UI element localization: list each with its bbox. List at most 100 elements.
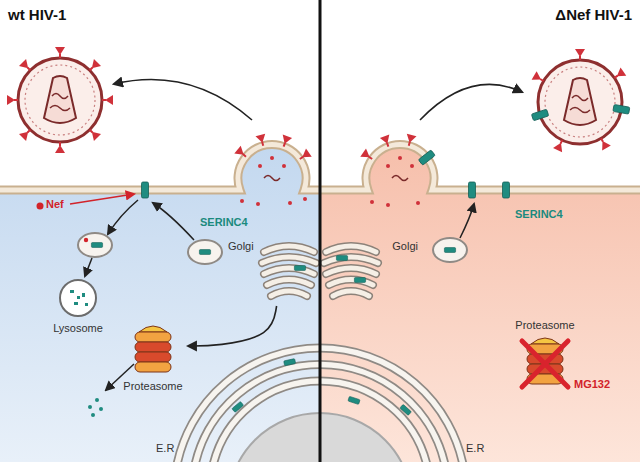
serinc4-in-golgi bbox=[294, 266, 305, 271]
golgi-cisterna bbox=[333, 291, 369, 296]
nef-dot bbox=[37, 203, 44, 210]
virion-spike bbox=[86, 59, 101, 74]
bud-spike bbox=[404, 134, 417, 147]
endocytic-vesicle bbox=[78, 233, 112, 257]
serinc4-in-membrane bbox=[142, 182, 149, 198]
serinc4-in-virion bbox=[613, 104, 630, 114]
serinc4-in-vesicle bbox=[199, 250, 210, 255]
virion-spike bbox=[102, 95, 113, 105]
gag-dot bbox=[240, 199, 244, 203]
golgi-cisterna bbox=[267, 280, 311, 286]
fragment bbox=[99, 407, 103, 411]
organelle-label: Proteasome bbox=[515, 319, 574, 332]
gag-dots bbox=[240, 156, 420, 207]
bud-spike bbox=[279, 135, 292, 149]
virion-spike bbox=[597, 136, 611, 151]
protein-label: SERINC4 bbox=[515, 208, 563, 221]
virion-matrix bbox=[25, 65, 95, 135]
fragment bbox=[77, 296, 80, 299]
bud-spike bbox=[256, 134, 269, 147]
golgi-cisterna bbox=[326, 246, 376, 252]
panel-divider bbox=[319, 0, 322, 462]
proteasome-ring bbox=[135, 332, 171, 342]
virion-spike bbox=[55, 142, 65, 153]
virion-spike bbox=[575, 49, 585, 60]
release-arrow bbox=[114, 80, 252, 121]
golgi-cisterna bbox=[329, 280, 373, 286]
organelle-label: Golgi bbox=[228, 240, 254, 253]
proteasome-region: Proteasome bbox=[118, 326, 188, 394]
bud-spike bbox=[360, 149, 375, 164]
nef-arrow bbox=[70, 194, 134, 204]
golgi-region: Golgi bbox=[226, 238, 318, 306]
peptide-fragments bbox=[88, 398, 103, 417]
virion-spike bbox=[19, 59, 34, 74]
golgi-cisterna bbox=[326, 268, 376, 274]
serinc4-in-er bbox=[284, 359, 296, 366]
release-arrow bbox=[420, 84, 522, 120]
trafficking-arrow bbox=[85, 258, 92, 276]
organelle-label: Lysosome bbox=[53, 322, 103, 335]
gag-dot bbox=[398, 156, 402, 160]
gag-dot bbox=[386, 203, 390, 207]
lysosome-region: Lysosome bbox=[48, 278, 108, 336]
virion-spike bbox=[19, 126, 34, 141]
secretory-vesicle bbox=[433, 238, 467, 262]
fragment bbox=[88, 405, 92, 409]
panel-title: ΔNef HIV-1 bbox=[555, 6, 632, 24]
golgi-cisterna bbox=[271, 291, 307, 296]
capsid-cone bbox=[44, 76, 76, 123]
virion-spike bbox=[612, 68, 627, 83]
serinc4-in-golgi bbox=[336, 256, 347, 261]
degraded-serinc4 bbox=[70, 290, 88, 306]
golgi-cisterna-inner bbox=[326, 268, 376, 274]
panel-title: wt HIV-1 bbox=[8, 6, 66, 24]
virion-spike bbox=[86, 126, 101, 141]
golgi-cisterna-inner bbox=[324, 257, 378, 263]
trafficking-arrow bbox=[460, 204, 474, 238]
proteasome-cap bbox=[531, 338, 559, 344]
golgi-cisterna bbox=[264, 268, 314, 274]
plasma-membrane-inner bbox=[0, 145, 320, 190]
fragment bbox=[74, 302, 78, 305]
cell-panel: ΔNef HIV-1GolgiProteasome bbox=[320, 0, 640, 462]
fragment bbox=[70, 290, 74, 293]
golgi-cisterna-inner bbox=[267, 280, 311, 286]
viral-rna bbox=[50, 94, 70, 111]
organelle-label: Golgi bbox=[392, 240, 418, 253]
gag-dot bbox=[258, 164, 262, 168]
serinc4-in-membrane bbox=[469, 182, 476, 198]
golgi-cisterna bbox=[324, 257, 378, 263]
golgi-cisterna bbox=[264, 246, 314, 252]
gag-dot bbox=[303, 197, 307, 201]
gag-dot bbox=[282, 164, 286, 168]
viral-rna bbox=[264, 176, 280, 181]
proteasome-cap bbox=[139, 326, 167, 332]
gag-dot bbox=[270, 156, 274, 160]
protein-label: SERINC4 bbox=[200, 216, 248, 229]
gag-dot bbox=[386, 164, 390, 168]
virion-envelope bbox=[18, 58, 102, 142]
serinc4-in-membrane bbox=[503, 182, 510, 198]
cell-panel: wt HIV-1GolgiLysosome Proteasome bbox=[0, 0, 320, 462]
golgi-cisterna-inner bbox=[329, 280, 373, 286]
virion-spike bbox=[532, 71, 547, 85]
golgi-cisterna-inner bbox=[271, 291, 307, 296]
fragment bbox=[95, 398, 99, 402]
viral-rna bbox=[570, 96, 590, 113]
viral-rna bbox=[392, 176, 408, 181]
plasma-membrane bbox=[0, 145, 320, 190]
protein-label: Nef bbox=[46, 198, 64, 211]
virion-envelope bbox=[538, 60, 622, 144]
lysosome bbox=[60, 280, 96, 316]
golgi-region: Golgi bbox=[324, 238, 420, 306]
gag-dot bbox=[256, 202, 260, 206]
golgi-cisterna-inner bbox=[264, 246, 314, 252]
virion-spike bbox=[553, 138, 567, 152]
inhibitor-label: MG132 bbox=[574, 378, 610, 391]
bud-spike bbox=[234, 146, 249, 161]
bud-spike bbox=[297, 149, 312, 164]
golgi-cisterna bbox=[262, 257, 316, 263]
